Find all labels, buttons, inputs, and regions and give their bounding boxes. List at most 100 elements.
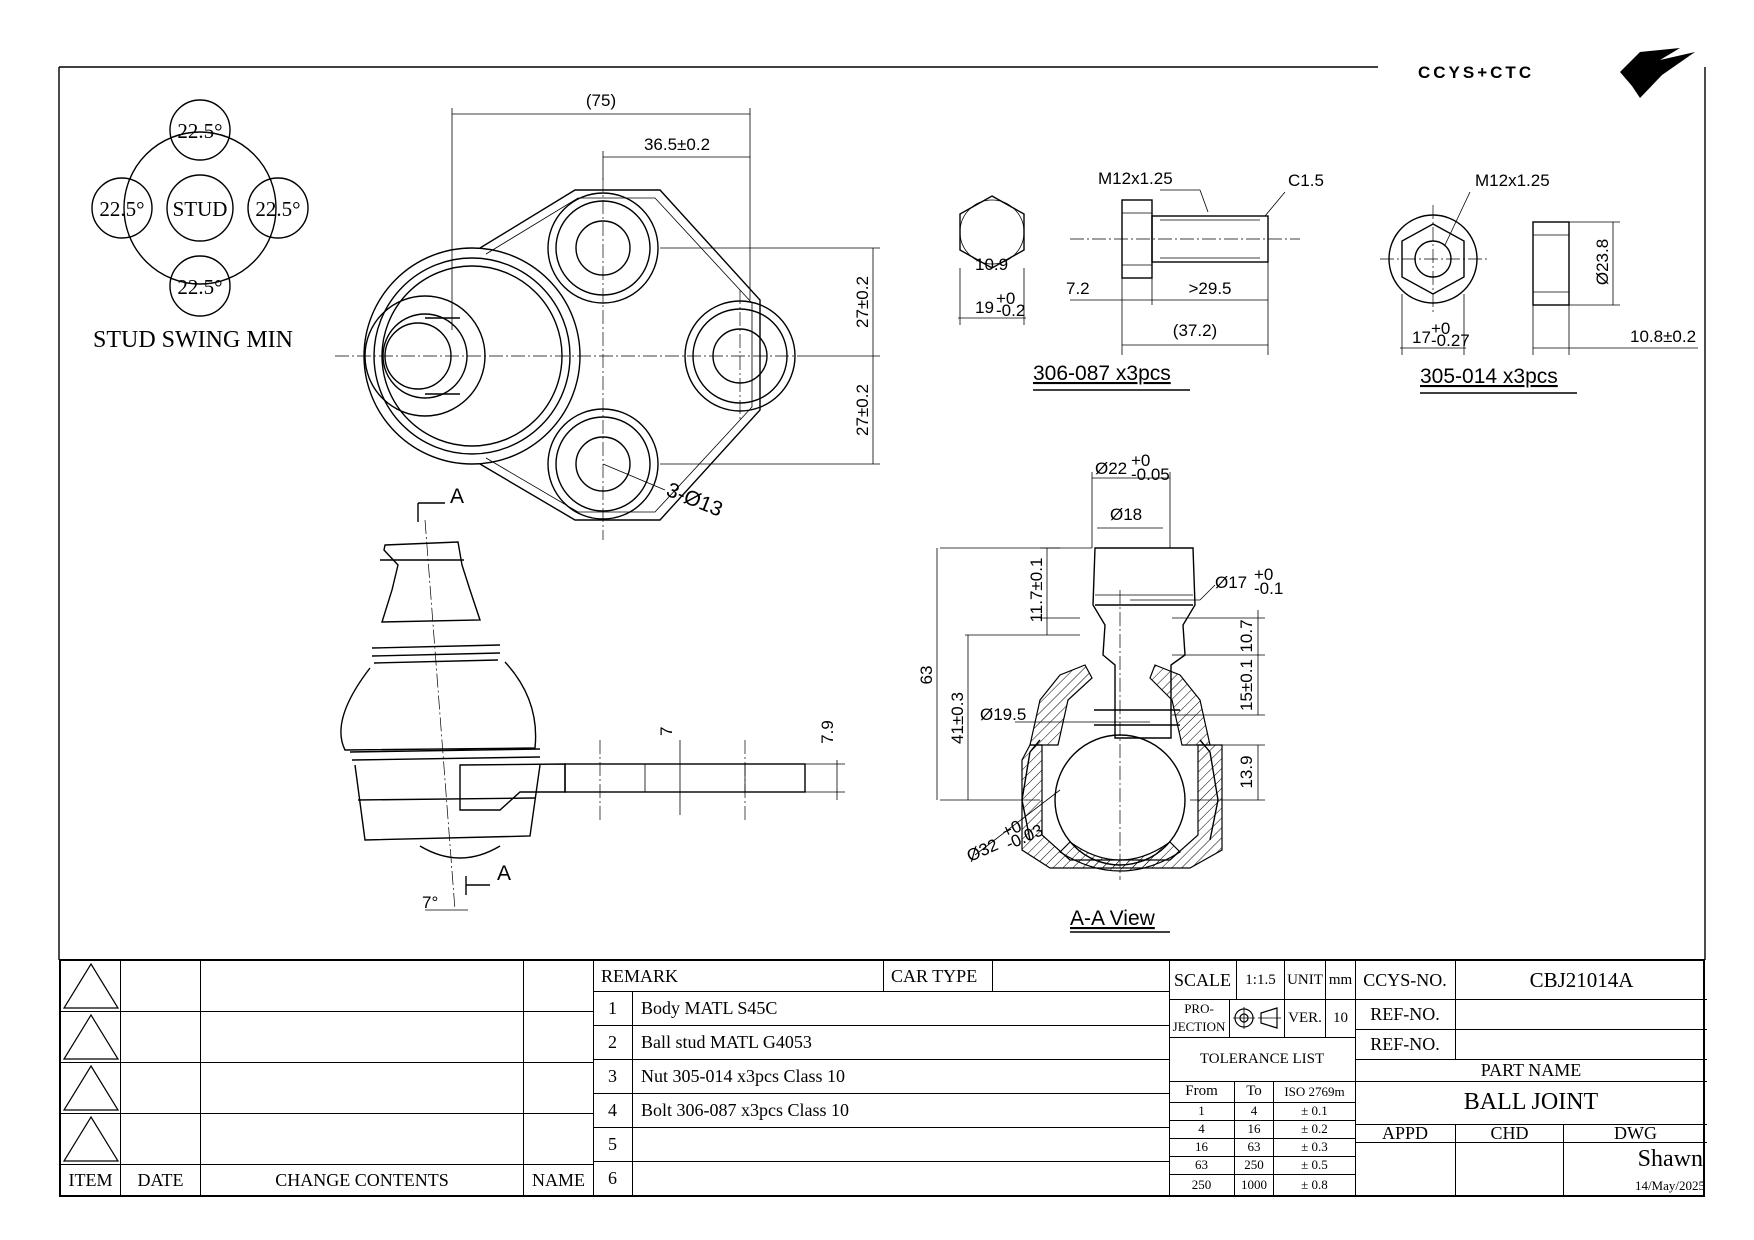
header-name: NAME [532,1169,585,1190]
sheet-border [58,66,1706,960]
ref-no-label-2: REF-NO. [1370,1033,1440,1054]
svg-text:-0.27: -0.27 [1431,331,1470,350]
swing-top-label: 22.5° [177,119,222,143]
section-mark-bottom: A [497,862,511,885]
swing-caption: STUD SWING MIN [93,327,293,353]
dim-lower-27: 27±0.2 [853,384,872,436]
ver-label: VER. [1288,1009,1322,1026]
chd-label: CHD [1490,1124,1529,1142]
projection-label-1: PRO- [1184,1000,1214,1016]
title-block: ITEM DATE CHANGE CONTENTS NAME REMARK CA… [59,959,1707,1197]
tolerance-from: 16 [1195,1139,1208,1154]
header-date: DATE [137,1169,184,1190]
dim-offset-36-5: 36.5±0.2 [644,135,710,154]
company-logo: CCYS+CTC [1418,48,1695,98]
revision-triangles [62,962,120,1162]
tolerance-to: 63 [1247,1139,1261,1154]
remark-no: 4 [608,1100,617,1120]
dim-angle-7: 7° [422,893,438,912]
svg-text:-0.1: -0.1 [1254,579,1283,598]
bolt-chamfer: C1.5 [1288,171,1324,190]
tolerance-value: ± 0.5 [1301,1157,1328,1172]
tolerance-from: 1 [1198,1103,1205,1118]
appd-label: APPD [1381,1124,1429,1142]
header-change-contents: CHANGE CONTENTS [275,1169,449,1190]
tolerance-title: TOLERANCE LIST [1199,1050,1325,1067]
top-view: (75) 36.5±0.2 27±0.2 27±0.2 3-Ø13 [335,91,880,540]
bolt-hex-size: 19 [975,298,994,317]
section-mid-dia: Ø17 [1215,573,1247,592]
tolerance-to: 4 [1250,1103,1258,1118]
section-body-height: 15±0.1 [1237,659,1256,711]
tolerance-value: ± 0.8 [1301,1176,1328,1192]
side-view: A A 7° 7 7.9 [340,485,845,912]
tolerance-from: 63 [1195,1157,1208,1172]
section-view-a-a: Ø22 +0 -0.05 Ø18 Ø17 +0 -0.1 63 41±0.3 1… [917,451,1283,933]
tolerance-to-header: To [1246,1083,1262,1099]
remark-label: REMARK [601,965,679,986]
ccys-no-value: CBJ21014A [1529,967,1634,992]
remark-text: Bolt 306-087 x3pcs Class 10 [641,1100,850,1120]
nut-305-014: M12x1.25 17 +0 -0.27 Ø23.8 10.8±0.2 305-… [1380,171,1698,394]
dim-overall-75: (75) [586,91,616,110]
remark-no: 2 [608,1032,617,1052]
bolt-title: 306-087 x3pcs [1033,362,1171,385]
svg-text:+0: +0 [1254,565,1273,584]
bolt-thread: M12x1.25 [1098,169,1173,188]
remark-no: 6 [608,1168,617,1188]
section-lower-height: 41±0.3 [948,692,967,744]
ver-value: 10 [1333,1009,1348,1026]
unit-label: UNIT [1287,971,1323,988]
section-neck-dia: Ø18 [1110,505,1142,524]
section-shank-length: 11.7±0.1 [1027,558,1046,623]
projection-label-2: JECTION [1172,1018,1226,1034]
part-name-value: BALL JOINT [1463,1089,1599,1115]
stud-swing-diagram: 22.5° 22.5° 22.5° 22.5° STUD STUD SWING … [91,99,309,353]
remark-no: 5 [608,1134,617,1154]
section-top-dia: Ø22 [1095,459,1127,478]
dim-thickness-7-9: 7.9 [818,720,837,744]
section-collar: 10.7 [1237,619,1256,652]
section-total-height: 63 [917,666,936,685]
remark-no: 3 [608,1066,617,1086]
svg-text:-0.2: -0.2 [996,301,1025,320]
nut-hex-size: 17 [1412,328,1431,347]
swing-center-label: STUD [173,197,228,221]
dim-holes-3-13: 3-Ø13 [663,478,726,521]
tolerance-from: 250 [1191,1176,1212,1192]
nut-thread: M12x1.25 [1475,171,1550,190]
tolerance-to: 250 [1244,1157,1264,1172]
dim-flange-7: 7 [657,727,676,736]
bolt-thread-length: >29.5 [1188,279,1231,298]
nut-title: 305-014 x3pcs [1420,365,1558,388]
tolerance-value: ± 0.1 [1301,1103,1328,1118]
car-type-label: CAR TYPE [891,965,978,986]
tolerance-from-header: From [1185,1083,1218,1099]
svg-text:+0: +0 [996,289,1015,308]
bolt-total-length: (37.2) [1173,321,1217,340]
tolerance-value: ± 0.2 [1301,1121,1328,1136]
drawing-date: 14/May/2025 [1634,1177,1705,1193]
part-name-label: PART NAME [1480,1059,1582,1080]
swing-left-label: 22.5° [99,197,144,221]
swing-right-label: 22.5° [255,197,300,221]
swing-bottom-label: 22.5° [177,275,222,299]
tolerance-value: ± 0.3 [1301,1139,1328,1154]
dim-upper-27: 27±0.2 [853,276,872,328]
remark-text [633,1128,1169,1161]
unit-value: mm [1328,971,1353,988]
bolt-306-087: 10.9 19 +0 -0.2 M12x1.25 C1.5 7.2 >29.5 … [958,169,1324,391]
projection-symbol-icon [1233,1007,1281,1029]
bolt-grade: 10.9 [975,255,1008,274]
section-mark-top: A [450,485,464,508]
remark-text: Body MATL S45C [641,998,778,1018]
ccys-no-label: CCYS-NO. [1363,969,1447,990]
nut-flange-dia: Ø23.8 [1593,239,1612,285]
section-ball-height: 13.9 [1237,755,1256,788]
tolerance-to: 16 [1247,1121,1261,1136]
svg-text:+0: +0 [1431,319,1450,338]
dwg-label: DWG [1614,1124,1657,1142]
tolerance-from: 4 [1198,1121,1205,1136]
